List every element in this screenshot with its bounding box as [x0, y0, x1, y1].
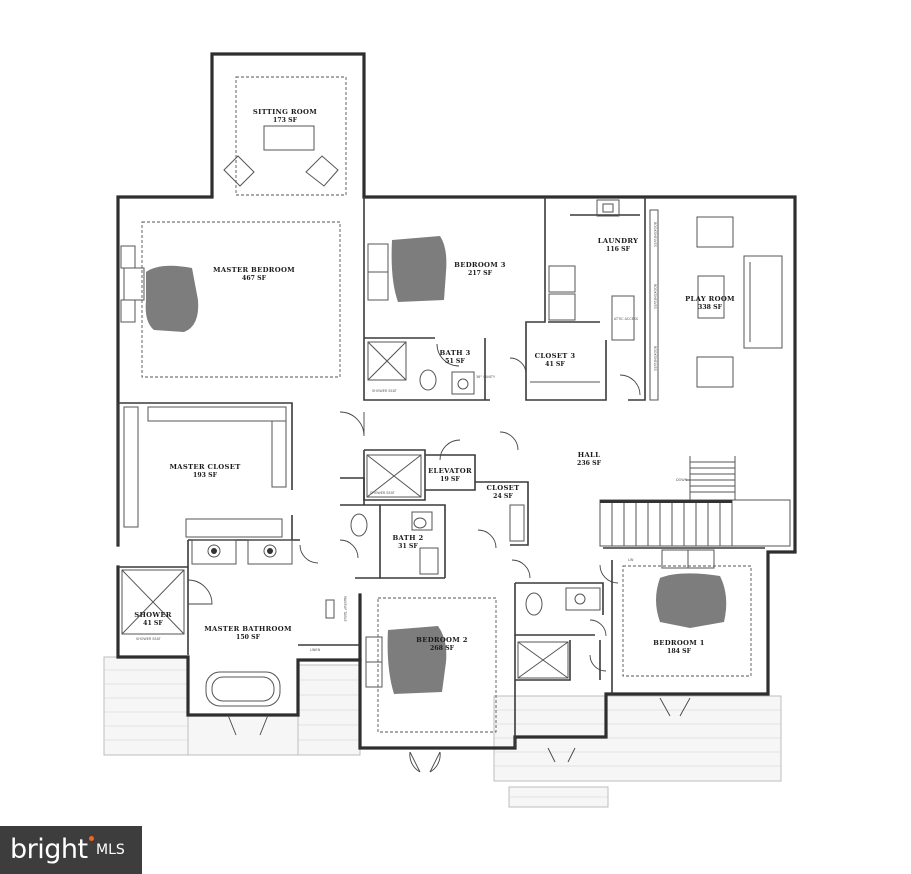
hall: HALL 236 SF — [577, 451, 602, 467]
master-bedroom-name: MASTER BEDROOM — [213, 266, 295, 274]
bath-2: BATH 2 31 SF — [350, 511, 439, 575]
rear-deck-left — [103, 656, 361, 756]
bookshelves-2: BOOKSHELVES — [653, 284, 657, 309]
hall-shower-seat: SHOWER SEAT — [370, 491, 396, 495]
bath-3-area: 51 SF — [445, 358, 465, 365]
attic-access: ATTIC ACCESS — [614, 317, 638, 321]
stair-down-label: DOWN — [676, 478, 688, 482]
hall-name: HALL — [578, 451, 600, 459]
closet-3: CLOSET 3 41 SF — [530, 352, 600, 383]
master-shower: SHOWER SEAT SHOWER 41 SF — [121, 569, 185, 641]
closet-3-name: CLOSET 3 — [535, 352, 576, 360]
laundry: ATTIC ACCESS LAUNDRY 116 SF — [548, 199, 638, 341]
bedroom-2-area: 268 SF — [430, 645, 455, 652]
bookshelves-1: BOOKSHELVES — [653, 222, 657, 247]
bath-2-name: BATH 2 — [392, 534, 423, 542]
bright-logo-text: bright — [10, 834, 88, 865]
bedroom-2: BEDROOM 2 268 SF — [365, 597, 497, 733]
laundry-area: 116 SF — [606, 246, 631, 253]
bedroom-3-area: 217 SF — [468, 270, 493, 277]
bedroom-1-lin: LIN — [628, 558, 634, 562]
sitting-room: SITTING ROOM 173 SF — [223, 76, 347, 196]
master-closet: MASTER CLOSET 193 SF — [123, 406, 287, 538]
makeup-table: MAKEUP TABLE — [343, 596, 347, 622]
bath-1 — [517, 587, 601, 679]
elevator-area: 19 SF — [440, 476, 460, 483]
bedroom-3: BEDROOM 3 217 SF — [367, 236, 506, 302]
elevator: SHOWER SEAT ELEVATOR 19 SF — [366, 454, 472, 498]
hall-closet-name: CLOSET — [486, 484, 519, 492]
bookshelves-3: BOOKSHELVES — [653, 346, 657, 371]
bright-mls-watermark: bright MLS — [0, 826, 142, 874]
bath-3: SHOWER SEAT 36" VANITY BATH 3 51 SF — [367, 341, 496, 395]
closet-3-area: 41 SF — [545, 361, 565, 368]
shower-area: 41 SF — [143, 620, 163, 627]
bath-2-area: 31 SF — [398, 543, 418, 550]
master-closet-name: MASTER CLOSET — [169, 463, 240, 471]
bedroom-1-name: BEDROOM 1 — [653, 639, 705, 647]
hall-closet-area: 24 SF — [493, 493, 513, 500]
sitting-room-name: SITTING ROOM — [253, 108, 317, 116]
doors — [187, 343, 691, 773]
bedroom-3-name: BEDROOM 3 — [454, 261, 506, 269]
master-bathroom-name: MASTER BATHROOM — [204, 625, 292, 633]
master-bathroom-area: 150 SF — [236, 634, 261, 641]
hall-closet: CLOSET 24 SF — [486, 484, 525, 542]
master-shower-seat: SHOWER SEAT — [136, 637, 162, 641]
staircase: DOWN — [599, 456, 791, 547]
laundry-name: LAUNDRY — [598, 237, 638, 245]
linen: LINEN — [310, 648, 321, 652]
bath-3-name: BATH 3 — [439, 349, 470, 357]
play-room: BOOKSHELVES BOOKSHELVES BOOKSHELVES PLAY… — [649, 209, 783, 401]
mls-logo-text: MLS — [96, 842, 125, 858]
play-room-name: PLAY ROOM — [685, 295, 735, 303]
bedroom-2-name: BEDROOM 2 — [416, 636, 468, 644]
rear-deck-right — [493, 695, 782, 808]
master-bedroom-area: 467 SF — [242, 275, 267, 282]
bedroom-1-area: 184 SF — [667, 648, 692, 655]
master-bathroom: MAKEUP TABLE LINEN MASTER BATHROOM 150 S… — [191, 539, 347, 707]
elevator-name: ELEVATOR — [428, 467, 472, 475]
shower-name: SHOWER — [134, 611, 172, 619]
hall-area: 236 SF — [577, 460, 602, 467]
bright-logo-dot-icon — [89, 836, 94, 841]
sitting-room-area: 173 SF — [273, 117, 298, 124]
play-room-area: 338 SF — [698, 304, 723, 311]
master-closet-area: 193 SF — [193, 472, 218, 479]
bath-3-shower-seat: SHOWER SEAT — [372, 389, 398, 393]
bedroom-1: LIN BEDROOM 1 184 SF — [622, 549, 752, 677]
bath-3-vanity: 36" VANITY — [476, 375, 496, 379]
master-bedroom: MASTER BEDROOM 467 SF — [120, 221, 341, 378]
